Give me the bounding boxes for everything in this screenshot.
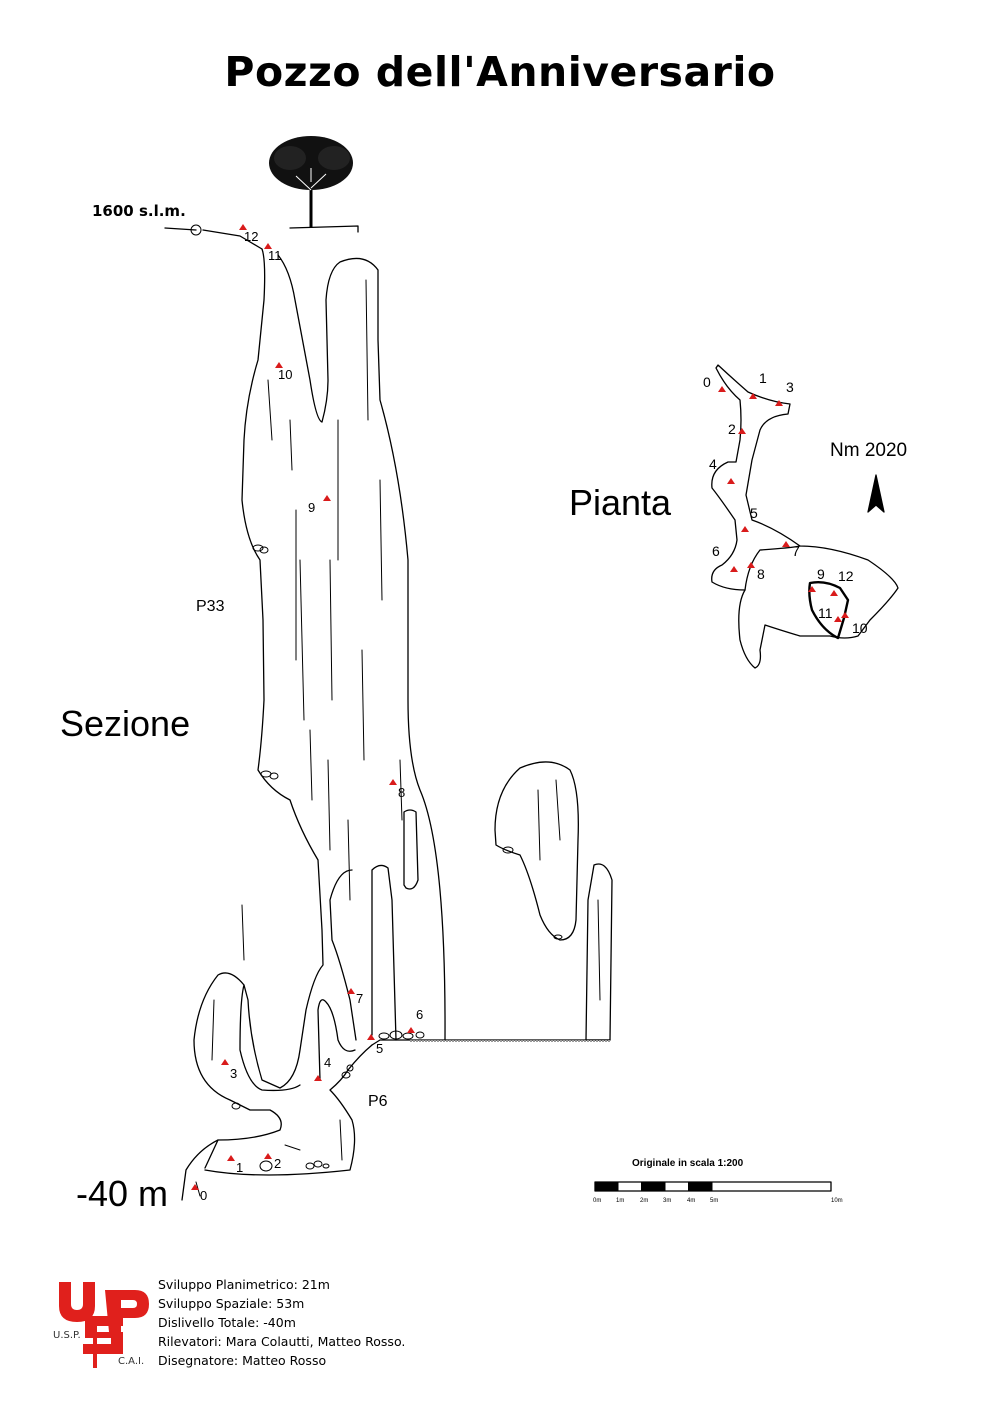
section-station-6: 6 [416,1007,424,1022]
plan-station-10: 10 [852,620,868,636]
lower-chamber [181,972,282,1201]
right-blob [494,761,579,941]
section-station-7: 7 [356,991,364,1006]
scale-tick-1: 1m [616,1198,625,1204]
north-arrow [867,474,885,513]
plan-shaft [808,580,850,640]
plan-station-3: 3 [786,379,794,395]
info-sviluppo-planimetrico: Sviluppo Planimetrico: 21m [158,1277,330,1292]
column-c [403,809,419,890]
section-station-2: 2 [274,1156,282,1171]
pitch-p33: P33 [196,598,225,615]
scale-tick-4: 4m [687,1198,696,1204]
info-disegnatore: Disegnatore: Matteo Rosso [158,1353,327,1368]
info-dislivello: Dislivello Totale: -40m [158,1315,296,1330]
plan-station-5: 5 [750,505,758,521]
surface-line [164,225,359,250]
scale-bar-frame [594,1181,832,1192]
depth-label: -40 m [76,1173,169,1214]
inner-pillar [277,254,446,1041]
plan-room [744,545,801,591]
station-markers [191,224,849,1190]
usp-cai-logo [59,1282,149,1368]
chamber-floor [204,1044,373,1176]
scale-tick-2: 2m [640,1198,649,1204]
plan-outline [711,364,899,669]
survey-info: Sviluppo Planimetrico: 21m Sviluppo Spaz… [158,1275,405,1370]
section-station-3: 3 [230,1066,238,1081]
wall-detail [195,279,601,1197]
info-sviluppo-spaziale: Sviluppo Spaziale: 53m [158,1296,305,1311]
section-station-4: 4 [324,1055,332,1070]
section-station-0: 0 [200,1188,208,1203]
plan-station-4: 4 [709,456,717,472]
plan-station-12: 12 [838,568,854,584]
elevation-label: 1600 s.l.m. [92,202,186,220]
section-station-10: 10 [278,367,293,382]
plan-station-6: 6 [712,543,720,559]
plan-station-11: 11 [818,605,833,621]
right-body [585,863,613,1041]
scale-tick-10: 10m [831,1198,843,1204]
logo-sub-right: C.A.I. [118,1356,145,1367]
map-title: Pozzo dell'Anniversario [224,48,776,96]
scale-tick-0: 0m [593,1198,602,1204]
scale-tick-5: 5m [710,1198,719,1204]
pitch-p6: P6 [368,1093,388,1110]
section-station-5: 5 [376,1041,384,1056]
info-rilevatori: Rilevatori: Mara Colautti, Matteo Rosso. [158,1334,406,1349]
column-a [329,869,357,1041]
section-station-1: 1 [236,1160,244,1175]
section-station-11: 11 [268,248,282,263]
plan-station-0: 0 [703,374,711,390]
north-label: Nm 2020 [830,440,908,461]
section-station-12: 12 [244,229,259,244]
plan-label: Pianta [569,482,672,523]
p6-pillar [317,999,356,1081]
plan-station-9: 9 [817,566,825,582]
plan-station-8: 8 [757,566,765,582]
shaft-wall-left [239,248,324,1092]
scale-tick-3: 3m [663,1198,672,1204]
column-b [371,864,397,1041]
plan-station-7: 7 [792,543,800,559]
logo-sub-left: U.S.P. [53,1330,81,1341]
plan-station-2: 2 [728,421,736,437]
section-label: Sezione [60,703,191,744]
scale-title: Originale in scala 1:200 [632,1158,744,1169]
section-station-9: 9 [308,500,316,515]
plan-station-1: 1 [759,370,767,386]
tree-icon [269,136,353,228]
scale-bar-fills [595,1182,712,1191]
section-station-8: 8 [398,785,406,800]
